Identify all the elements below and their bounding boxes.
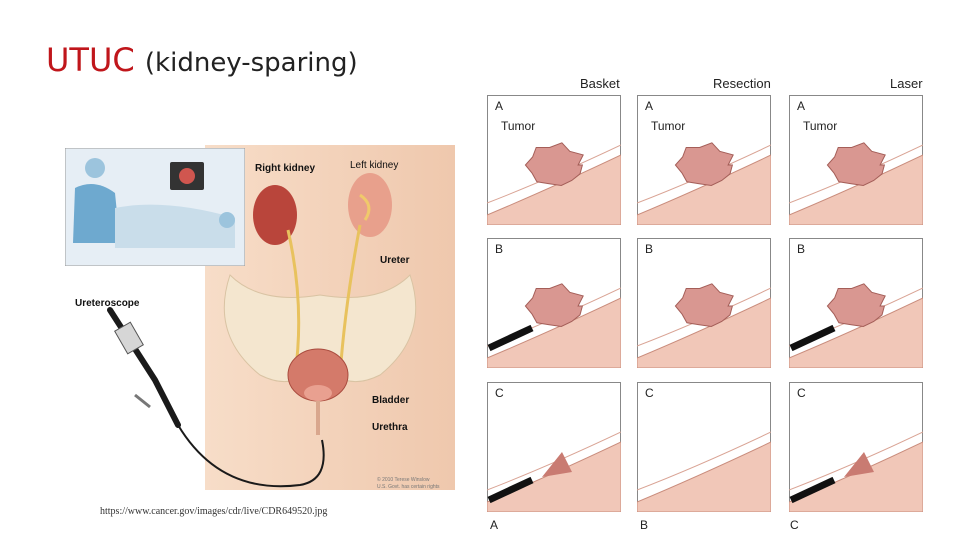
title-sub: (kidney-sparing) (145, 48, 358, 78)
patient-inset-illustration (65, 148, 245, 266)
panel-laser-a: A Tumor (789, 95, 923, 225)
panel-row-label: A (645, 99, 653, 113)
bottom-label-a: A (490, 518, 498, 532)
bottom-label-c: C (790, 518, 799, 532)
panel-row-label: B (797, 242, 805, 256)
image-credit-url: https://www.cancer.gov/images/cdr/live/C… (100, 506, 327, 517)
label-right-kidney: Right kidney (255, 163, 315, 174)
panel-laser-c: C (789, 382, 923, 512)
panel-resection-c: C (637, 382, 771, 512)
panel-tumor-label: Tumor (651, 119, 685, 133)
column-header-basket: Basket (580, 76, 620, 91)
copyright-line1: © 2010 Terese Winslow (377, 477, 430, 483)
label-urethra: Urethra (372, 422, 408, 433)
panel-row-label: B (645, 242, 653, 256)
left-kidney-shape (348, 173, 392, 237)
label-bladder: Bladder (372, 395, 409, 406)
panel-basket-a: A Tumor (487, 95, 621, 225)
copyright-line2: U.S. Govt. has certain rights (377, 484, 440, 490)
label-left-kidney: Left kidney (350, 160, 398, 171)
column-header-laser: Laser (890, 76, 923, 91)
bottom-label-b: B (640, 518, 648, 532)
panel-row-label: C (797, 386, 806, 400)
panel-basket-b: B (487, 238, 621, 368)
title-main: UTUC (46, 41, 135, 79)
panel-row-label: C (645, 386, 654, 400)
panel-row-label: B (495, 242, 503, 256)
label-ureter: Ureter (380, 255, 409, 266)
slide-title: UTUC (kidney-sparing) (46, 40, 358, 83)
panel-row-label: A (797, 99, 805, 113)
column-header-resection: Resection (713, 76, 771, 91)
panel-tumor-label: Tumor (803, 119, 837, 133)
panel-resection-a: A Tumor (637, 95, 771, 225)
panel-basket-c: C (487, 382, 621, 512)
panel-row-label: C (495, 386, 504, 400)
panel-row-label: A (495, 99, 503, 113)
panel-tumor-label: Tumor (501, 119, 535, 133)
panel-resection-b: B (637, 238, 771, 368)
panel-laser-b: B (789, 238, 923, 368)
label-ureteroscope: Ureteroscope (75, 298, 139, 309)
